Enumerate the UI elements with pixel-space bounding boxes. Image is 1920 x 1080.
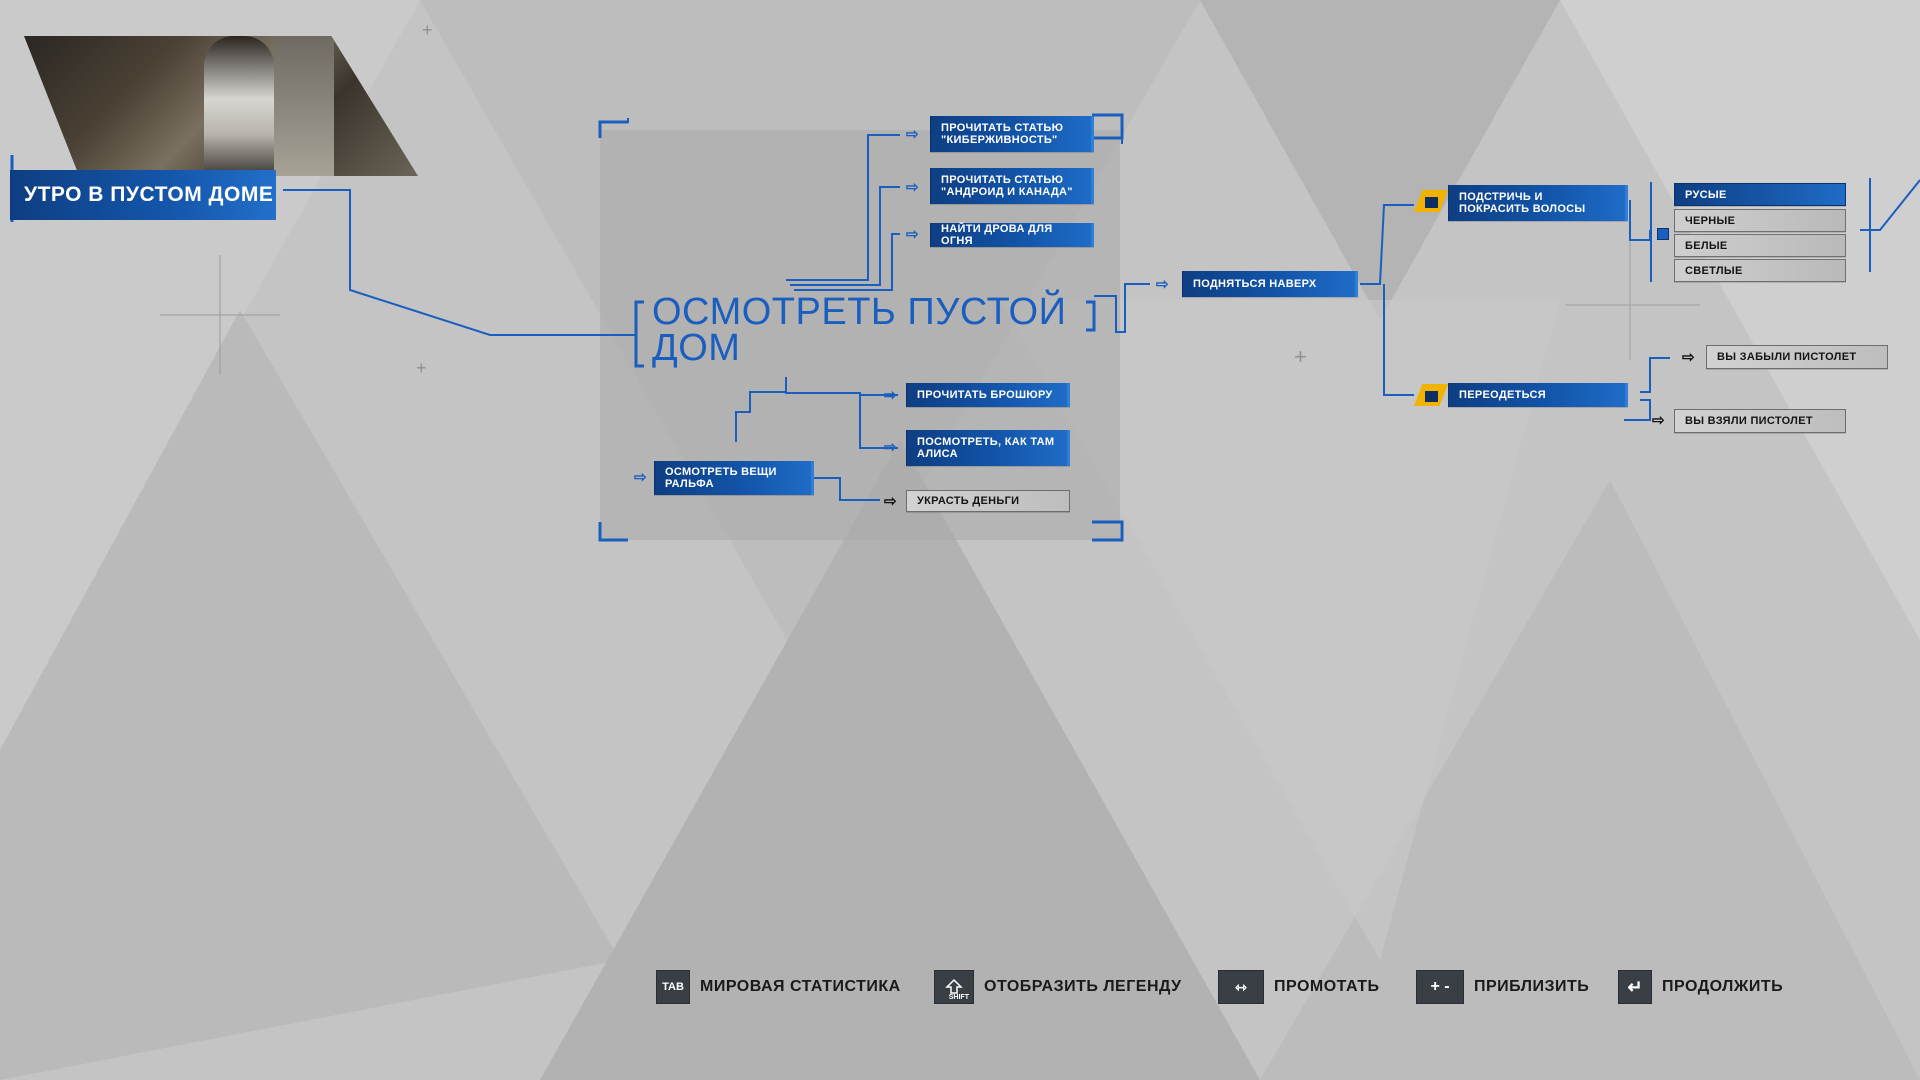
svg-text:+: + bbox=[1294, 344, 1307, 369]
control-show-legend[interactable]: SHIFT ОТОБРАЗИТЬ ЛЕГЕНДУ bbox=[934, 962, 1182, 1012]
arrow-icon: ⇨ bbox=[906, 126, 919, 143]
zoom-keys-icon: + - bbox=[1416, 970, 1464, 1004]
character-figure bbox=[204, 36, 274, 176]
control-label: ОТОБРАЗИТЬ ЛЕГЕНДУ bbox=[984, 978, 1182, 995]
hair-option[interactable]: БЕЛЫЕ bbox=[1674, 234, 1846, 257]
node-cut-dye-hair[interactable]: ПОДСТРИЧЬ И ПОКРАСИТЬ ВОЛОСЫ bbox=[1448, 185, 1628, 221]
control-label: ПРОМОТАТЬ bbox=[1274, 978, 1380, 995]
node-change-clothes[interactable]: ПЕРЕОДЕТЬСЯ bbox=[1448, 383, 1628, 407]
objective-title: ОСМОТРЕТЬ ПУСТОЙ ДОМ bbox=[652, 291, 1067, 369]
chapter-thumbnail bbox=[24, 36, 418, 176]
shift-key-icon: SHIFT bbox=[934, 970, 974, 1004]
node-check-alice[interactable]: ПОСМОТРЕТЬ, КАК ТАМ АЛИСА bbox=[906, 430, 1070, 466]
window-light bbox=[274, 36, 334, 176]
control-label: ПРОДОЛЖИТЬ bbox=[1662, 978, 1784, 995]
lock-icon bbox=[1414, 384, 1448, 406]
arrow-icon: ⇨ bbox=[906, 226, 919, 243]
node-go-upstairs[interactable]: ПОДНЯТЬСЯ НАВЕРХ bbox=[1182, 271, 1358, 297]
chapter-title[interactable]: УТРО В ПУСТОМ ДОМЕ bbox=[10, 170, 276, 220]
node-read-brochure[interactable]: ПРОЧИТАТЬ БРОШЮРУ bbox=[906, 383, 1070, 407]
hair-option[interactable]: СВЕТЛЫЕ bbox=[1674, 259, 1846, 282]
arrow-icon: ⇨ bbox=[884, 387, 897, 404]
tab-key-icon: TAB bbox=[656, 970, 690, 1004]
arrow-icon: ⇨ bbox=[1682, 349, 1695, 366]
control-scroll[interactable]: ⇿ ПРОМОТАТЬ bbox=[1218, 962, 1379, 1012]
hair-option[interactable]: ЧЕРНЫЕ bbox=[1674, 209, 1846, 232]
node-took-gun[interactable]: ВЫ ВЗЯЛИ ПИСТОЛЕТ bbox=[1674, 409, 1846, 433]
enter-key-icon: ↵ bbox=[1618, 970, 1652, 1004]
node-examine-ralph[interactable]: ОСМОТРЕТЬ ВЕЩИ РАЛЬФА bbox=[654, 461, 814, 495]
arrow-icon: ⇨ bbox=[1652, 412, 1665, 429]
control-label: МИРОВАЯ СТАТИСТИКА bbox=[700, 978, 901, 995]
node-steal-money[interactable]: УКРАСТЬ ДЕНЬГИ bbox=[906, 490, 1070, 512]
svg-text:+: + bbox=[422, 20, 433, 40]
lock-icon bbox=[1414, 190, 1448, 212]
node-find-firewood[interactable]: НАЙТИ ДРОВА ДЛЯ ОГНЯ bbox=[930, 223, 1094, 247]
arrow-icon: ⇨ bbox=[884, 493, 897, 510]
svg-text:+: + bbox=[416, 358, 427, 378]
control-world-stats[interactable]: TAB МИРОВАЯ СТАТИСТИКА bbox=[656, 962, 901, 1012]
arrow-icon: ⇨ bbox=[634, 469, 647, 486]
control-continue[interactable]: ↵ ПРОДОЛЖИТЬ bbox=[1618, 962, 1783, 1012]
move-arrows-icon: ⇿ bbox=[1218, 970, 1264, 1004]
arrow-icon: ⇨ bbox=[1156, 276, 1169, 293]
control-zoom[interactable]: + - ПРИБЛИЗИТЬ bbox=[1416, 962, 1589, 1012]
node-read-cyberliveness[interactable]: ПРОЧИТАТЬ СТАТЬЮ "КИБЕРЖИВНОСТЬ" bbox=[930, 116, 1094, 152]
control-hints: TAB МИРОВАЯ СТАТИСТИКА SHIFT ОТОБРАЗИТЬ … bbox=[0, 962, 1920, 1012]
hair-option[interactable]: РУСЫЕ bbox=[1674, 183, 1846, 206]
arrow-icon: ⇨ bbox=[884, 439, 897, 456]
arrow-icon: ⇨ bbox=[906, 179, 919, 196]
node-read-android-canada[interactable]: ПРОЧИТАТЬ СТАТЬЮ "АНДРОИД И КАНАДА" bbox=[930, 168, 1094, 204]
control-label: ПРИБЛИЗИТЬ bbox=[1474, 978, 1590, 995]
node-forgot-gun[interactable]: ВЫ ЗАБЫЛИ ПИСТОЛЕТ bbox=[1706, 345, 1888, 369]
lock-icon bbox=[1657, 228, 1669, 240]
